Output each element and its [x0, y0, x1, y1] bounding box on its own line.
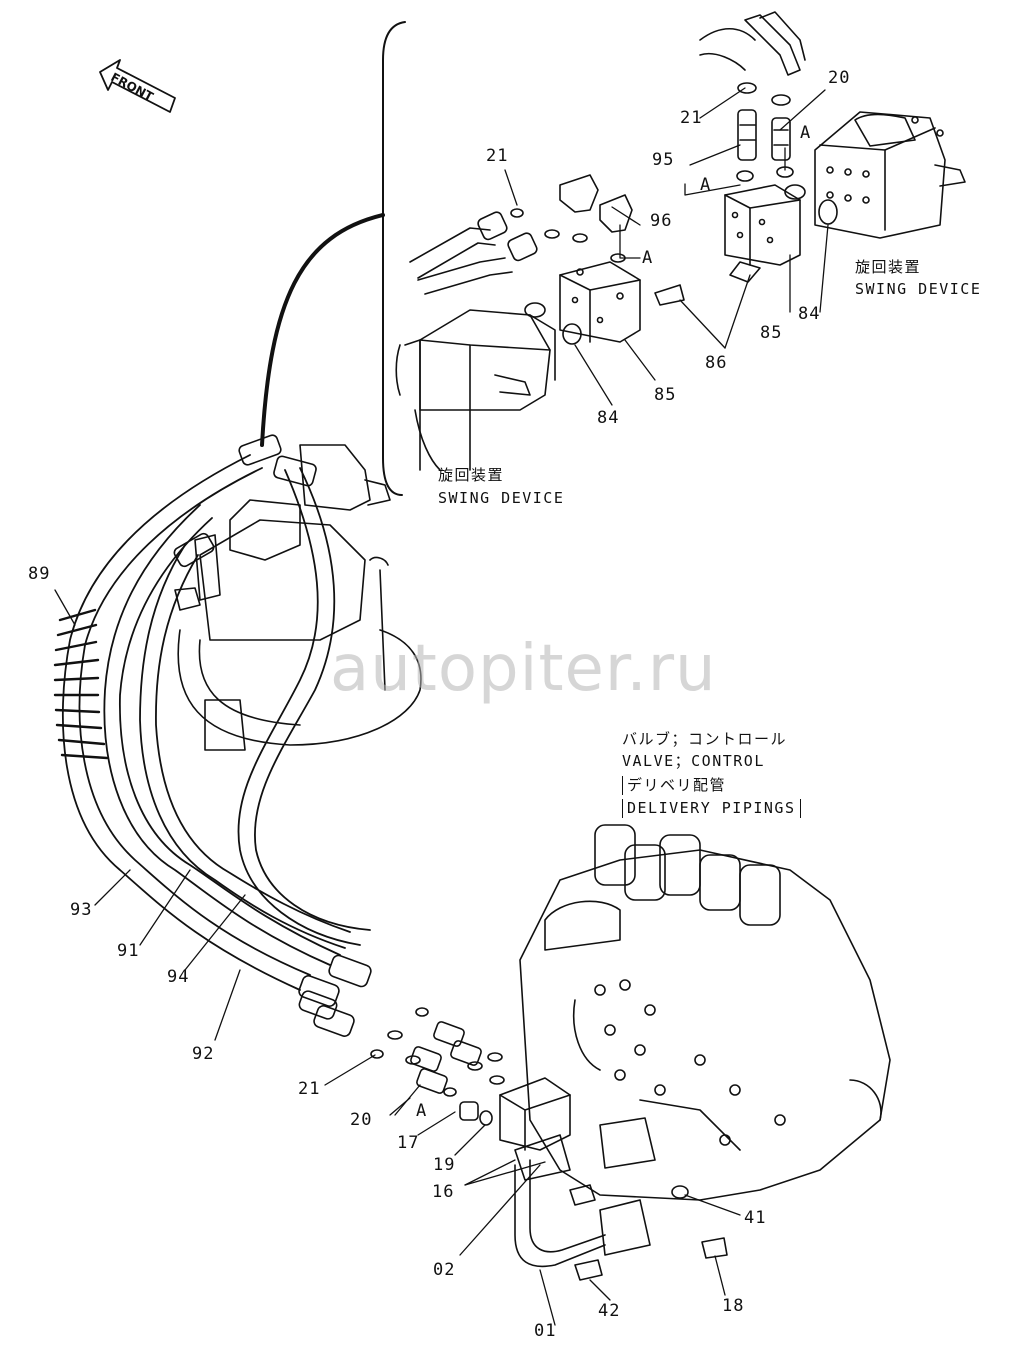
- caption-swing-device-upper-jp: 旋回装置: [855, 258, 922, 276]
- part-label-a-bottom: A: [416, 1101, 428, 1121]
- part-label-85-right: 85: [760, 323, 783, 343]
- part-label-01: 01: [534, 1321, 557, 1341]
- manifold-block-right: [724, 184, 838, 266]
- swing-device-right: [814, 111, 966, 239]
- watermark: autopiter.ru: [330, 632, 717, 706]
- caption-swing-device-lower-jp: 旋回装置: [438, 466, 505, 484]
- part-label-93: 93: [70, 900, 93, 920]
- caption-delivery-en: DELIVERY PIPINGS: [622, 799, 801, 818]
- control-valve: [519, 824, 891, 1201]
- part-label-16: 16: [432, 1182, 455, 1202]
- caption-valve-jp: バルブ；コントロール: [622, 730, 788, 748]
- part-label-21-top: 21: [680, 108, 703, 128]
- part-label-18: 18: [722, 1296, 745, 1316]
- front-arrow-icon: [99, 59, 176, 113]
- part-label-42: 42: [598, 1301, 621, 1321]
- hose-bundle: [53, 454, 371, 991]
- part-label-21-mid: 21: [486, 146, 509, 166]
- part-label-19: 19: [433, 1155, 456, 1175]
- part-label-a-left: A: [700, 175, 712, 195]
- part-label-84-right: 84: [798, 304, 821, 324]
- leader-lines: [54, 87, 829, 1326]
- part-label-92: 92: [192, 1044, 215, 1064]
- part-label-96: 96: [650, 211, 673, 231]
- caption-swing-device-lower-en: SWING DEVICE: [438, 489, 565, 507]
- swing-device-main: [174, 444, 422, 751]
- swing-device-middle: [395, 309, 556, 471]
- hoses-detail: [409, 211, 538, 295]
- part-label-94: 94: [167, 967, 190, 987]
- part-label-86: 86: [705, 353, 728, 373]
- caption-delivery-jp: デリベリ配管: [622, 776, 726, 795]
- part-label-95: 95: [652, 150, 675, 170]
- pipe-assembly: [514, 1117, 728, 1281]
- adapters-orings: [370, 1007, 571, 1181]
- part-label-91: 91: [117, 941, 140, 961]
- caption-valve-en: VALVE；CONTROL: [622, 752, 765, 770]
- hose-end-fittings: [173, 434, 372, 1037]
- part-label-89: 89: [28, 564, 51, 584]
- part-label-a-mid: A: [642, 248, 654, 268]
- part-label-85-mid: 85: [654, 385, 677, 405]
- caption-swing-device-upper-en: SWING DEVICE: [855, 280, 982, 298]
- fittings-right: [699, 11, 806, 283]
- part-label-84-mid: 84: [597, 408, 620, 428]
- part-label-21-bottom: 21: [298, 1079, 321, 1099]
- part-label-17: 17: [397, 1133, 420, 1153]
- detail-frame: [260, 21, 406, 496]
- part-label-20-bottom: 20: [350, 1110, 373, 1130]
- manifold-block-middle: [524, 261, 685, 345]
- part-label-a-right: A: [800, 123, 812, 143]
- part-label-20-top: 20: [828, 68, 851, 88]
- part-label-41: 41: [744, 1208, 767, 1228]
- part-label-02: 02: [433, 1260, 456, 1280]
- elbow-fittings-detail: [510, 174, 633, 263]
